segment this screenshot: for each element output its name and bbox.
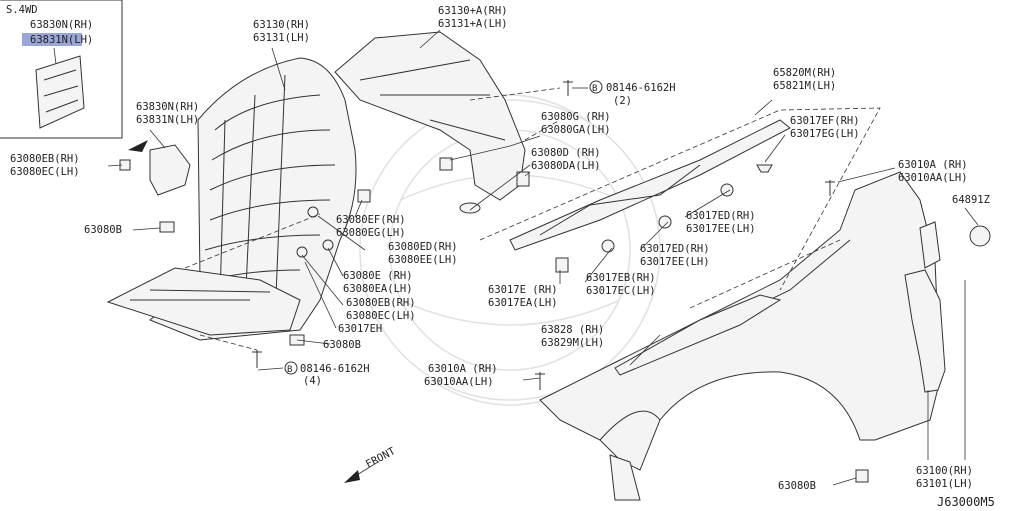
bolt-b-icon <box>284 361 298 375</box>
bolt-symbol-a: B <box>589 80 603 94</box>
label-63010a-2: 63010A (RH) <box>428 363 498 375</box>
label-63080eb-2: 63080EB(RH) <box>346 297 416 309</box>
inset-title: S.4WD <box>6 4 38 16</box>
label-63017ed-2: 63017ED(RH) <box>640 243 710 255</box>
fasteners <box>119 80 869 483</box>
inset-splash-guard <box>35 55 85 129</box>
svg-text:B: B <box>287 365 292 375</box>
label-63080ec: 63080EC(LH) <box>10 166 80 178</box>
label-bolt-b-qty: (4) <box>303 375 322 387</box>
inset-4wd: S.4WD 63830N(RH) 63831N(LH) <box>0 0 123 139</box>
label-64891z: 64891Z <box>952 194 990 206</box>
label-bolt-a-qty: (2) <box>613 95 632 107</box>
label-63080ga: 63080GA(LH) <box>541 124 611 136</box>
label-63010a-1: 63010A (RH) <box>898 159 968 171</box>
label-bolt-b: 08146-6162H <box>300 363 370 375</box>
cowl-seal <box>509 119 791 251</box>
label-63080g: 63080G (RH) <box>541 111 611 123</box>
diagram-code: J63000M5 <box>937 495 995 509</box>
label-63080b-3: 63080B <box>778 480 816 492</box>
label-bolt-a: 08146-6162H <box>606 82 676 94</box>
label-63080ec-2: 63080EC(LH) <box>346 310 416 322</box>
label-63080eg: 63080EG(LH) <box>336 227 406 239</box>
label-63080ed: 63080ED(RH) <box>388 241 458 253</box>
label-63130a: 63130+A(RH) <box>438 5 508 17</box>
label-63080d: 63080D (RH) <box>531 147 601 159</box>
bolt-b-icon <box>589 80 603 94</box>
label-63830n: 63830N(RH) <box>136 101 199 113</box>
label-63017eh: 63017EH <box>338 323 382 335</box>
label-65820m: 65820M(RH) <box>773 67 836 79</box>
inset-label-lh: 63831N(LH) <box>30 34 93 46</box>
label-63100: 63100(RH) <box>916 465 973 477</box>
label-63130: 63130(RH) <box>253 19 310 31</box>
fender-seal-63100 <box>904 221 991 393</box>
inset-label-rh: 63830N(RH) <box>30 19 93 31</box>
fender-protector-rear <box>106 57 357 341</box>
fender-protector-front <box>334 31 526 201</box>
label-63080b-2: 63080B <box>323 339 361 351</box>
arrow-icon <box>128 140 148 152</box>
grommet-64891z <box>969 225 991 247</box>
label-63080b-1: 63080B <box>84 224 122 236</box>
label-63017eb: 63017EB(RH) <box>586 272 656 284</box>
label-63017e: 63017E (RH) <box>488 284 558 296</box>
label-63010aa-2: 63010AA(LH) <box>424 376 494 388</box>
front-direction: FRONT <box>344 445 398 483</box>
label-63017ea: 63017EA(LH) <box>488 297 558 309</box>
bracket-63830n <box>149 144 191 196</box>
label-63101: 63101(LH) <box>916 478 973 490</box>
label-63080ef: 63080EF(RH) <box>336 214 406 226</box>
label-63831n: 63831N(LH) <box>136 114 199 126</box>
front-label: FRONT <box>364 445 398 471</box>
label-63131: 63131(LH) <box>253 32 310 44</box>
label-63080e: 63080E (RH) <box>343 270 413 282</box>
fender-molding-63828 <box>614 294 782 376</box>
front-arrow-icon <box>344 470 360 483</box>
label-63080eb: 63080EB(RH) <box>10 153 80 165</box>
leader-lines <box>53 29 979 486</box>
label-63080ee: 63080EE(LH) <box>388 254 458 266</box>
label-63080ea: 63080EA(LH) <box>343 283 413 295</box>
label-65821m: 65821M(LH) <box>773 80 836 92</box>
label-63828: 63828 (RH) <box>541 324 604 336</box>
label-63017ee-1: 63017EE(LH) <box>686 223 756 235</box>
label-63017ec: 63017EC(LH) <box>586 285 656 297</box>
label-63080da: 63080DA(LH) <box>531 160 601 172</box>
inset-highlight <box>22 33 82 46</box>
part-labels: 63130(RH) 63131(LH) 63130+A(RH) 63131+A(… <box>10 5 995 509</box>
label-63017ee-2: 63017EE(LH) <box>640 256 710 268</box>
svg-text:B: B <box>592 84 597 94</box>
label-63131a: 63131+A(LH) <box>438 18 508 30</box>
label-63010aa-1: 63010AA(LH) <box>898 172 968 184</box>
label-63017eg: 63017EG(LH) <box>790 128 860 140</box>
bolt-symbol-b: B <box>284 361 298 375</box>
label-63829m: 63829M(LH) <box>541 337 604 349</box>
label-63017ed-1: 63017ED(RH) <box>686 210 756 222</box>
label-63017ef: 63017EF(RH) <box>790 115 860 127</box>
